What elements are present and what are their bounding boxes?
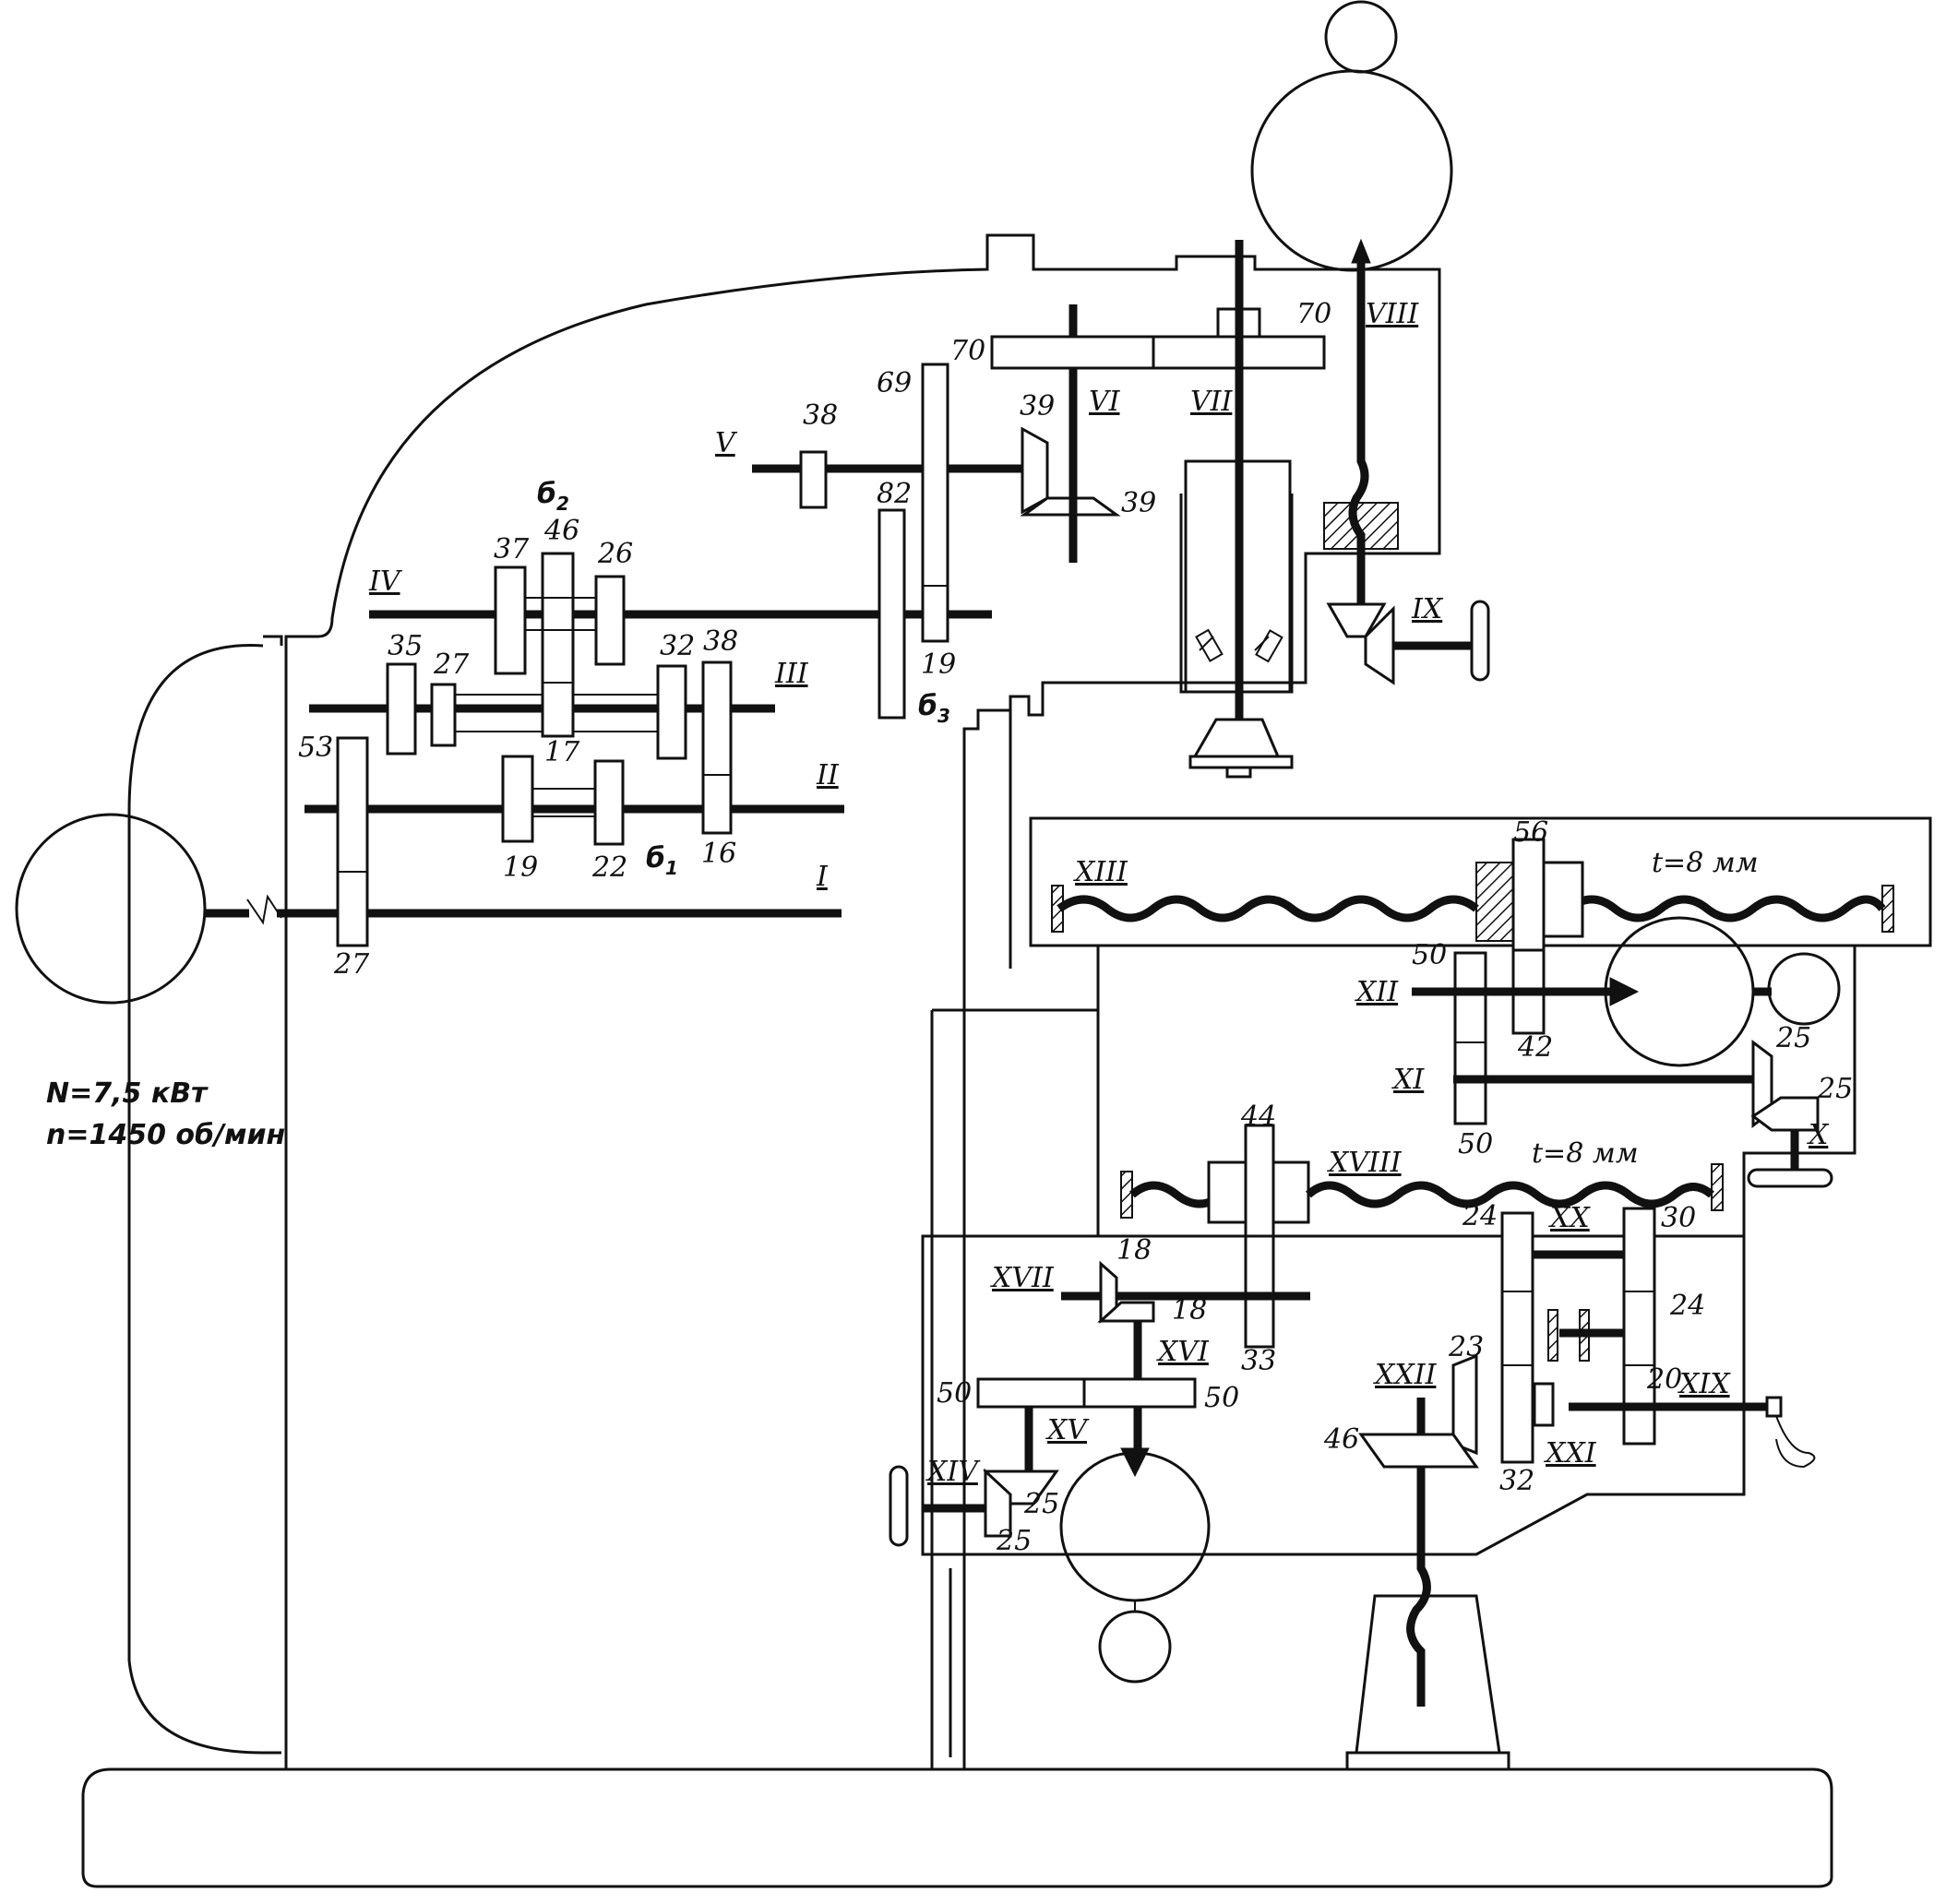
gear-label: 50 bbox=[1412, 939, 1447, 971]
gear-label: 17 bbox=[544, 736, 580, 768]
shaft-I-label: I bbox=[816, 861, 829, 893]
shaft-XXII-label: XXII bbox=[1373, 1359, 1438, 1391]
shaft-XXI-label: XXI bbox=[1544, 1437, 1597, 1470]
shaft-XIII-label: XIII bbox=[1073, 856, 1128, 888]
gear-label: 53 bbox=[298, 732, 333, 764]
feed-box bbox=[1358, 1207, 1816, 1707]
block-b1-label: б1 bbox=[646, 842, 678, 879]
shaft-XII-label: XII bbox=[1355, 976, 1399, 1008]
gear-label: 38 bbox=[703, 625, 738, 658]
shaft-IV-label: IV bbox=[368, 565, 403, 598]
gear-label: 37 bbox=[494, 533, 530, 565]
gear-label: 50 bbox=[937, 1377, 972, 1410]
shaft-XIX-label: XIX bbox=[1677, 1368, 1731, 1400]
shaft-VIII-label: VIII bbox=[1366, 298, 1419, 330]
shaft-VII-label: VII bbox=[1190, 386, 1234, 418]
spindle-gearbox bbox=[304, 0, 1490, 947]
gear-label: 70 bbox=[950, 335, 985, 367]
gear-label: 19 bbox=[921, 649, 956, 681]
shaft-VI-label: VI bbox=[1089, 386, 1121, 418]
pitch-lower-label: t=8 мм bbox=[1532, 1137, 1639, 1170]
gear-label: 18 bbox=[1116, 1234, 1152, 1267]
gear-label: 32 bbox=[1499, 1465, 1534, 1497]
gear-label: 25 bbox=[996, 1525, 1032, 1557]
shaft-IX-label: IX bbox=[1411, 593, 1444, 625]
gear-label: 16 bbox=[701, 838, 736, 870]
gear-label: 33 bbox=[1241, 1345, 1276, 1377]
gear-label: 39 bbox=[1020, 390, 1055, 422]
shaft-XIV-label: XIV bbox=[925, 1456, 981, 1488]
gear-label: 38 bbox=[803, 399, 838, 432]
gear-label: 42 bbox=[1517, 1031, 1553, 1064]
shaft-II-label: II bbox=[816, 759, 840, 791]
shaft-XV-label: XV bbox=[1045, 1414, 1090, 1446]
motor-speed-label: n=1450 об/мин bbox=[46, 1119, 285, 1151]
gear-label: 25 bbox=[1817, 1073, 1853, 1105]
table-feed bbox=[1051, 838, 1894, 1188]
gear-label: 20 bbox=[1646, 1363, 1682, 1396]
block-b2-label: б2 bbox=[537, 478, 569, 515]
pitch-upper-label: t=8 мм bbox=[1652, 847, 1759, 879]
gear-label: 18 bbox=[1172, 1294, 1207, 1327]
gear-label: 22 bbox=[591, 851, 627, 884]
labels: N=7,5 кВт n=1450 об/мин I II III IV V VI… bbox=[46, 298, 1853, 1557]
gear-label: 19 bbox=[503, 851, 538, 884]
machine-frame bbox=[81, 233, 1932, 1888]
gear-label: 69 bbox=[877, 367, 912, 399]
shaft-V-label: V bbox=[715, 427, 738, 459]
gear-label: 23 bbox=[1448, 1331, 1484, 1363]
shaft-XI-label: XI bbox=[1391, 1064, 1425, 1096]
gear-label: 70 bbox=[1296, 298, 1331, 330]
gear-label: 24 bbox=[1462, 1200, 1498, 1232]
motor-power-label: N=7,5 кВт bbox=[46, 1077, 209, 1110]
gear-label: 50 bbox=[1458, 1128, 1493, 1160]
block-b3-label: б3 bbox=[918, 690, 950, 727]
gear-label: 50 bbox=[1204, 1382, 1239, 1414]
gear-label: 56 bbox=[1513, 816, 1548, 849]
shaft-XX-label: XX bbox=[1548, 1202, 1591, 1234]
gear-label: 26 bbox=[597, 538, 633, 570]
gear-label: 25 bbox=[1775, 1022, 1811, 1054]
main-motor bbox=[15, 813, 842, 1005]
gear-label: 32 bbox=[660, 630, 695, 662]
shaft-XVIII-label: XVIII bbox=[1327, 1147, 1403, 1179]
shaft-XVII-label: XVII bbox=[990, 1262, 1055, 1294]
gear-label: 46 bbox=[1323, 1423, 1359, 1456]
gear-label: 27 bbox=[333, 948, 370, 981]
gear-label: 46 bbox=[543, 515, 579, 547]
gear-label: 27 bbox=[433, 649, 470, 681]
gear-label: 35 bbox=[388, 630, 423, 662]
shaft-X-label: X bbox=[1807, 1119, 1830, 1151]
gear-label: 24 bbox=[1669, 1290, 1705, 1322]
shaft-XVI-label: XVI bbox=[1156, 1336, 1210, 1368]
gear-label: 30 bbox=[1661, 1202, 1696, 1234]
gear-label: 39 bbox=[1121, 487, 1156, 519]
gear-label: 44 bbox=[1240, 1101, 1276, 1133]
gear-label: 82 bbox=[877, 478, 912, 510]
gear-label: 25 bbox=[1023, 1488, 1059, 1520]
shaft-III-label: III bbox=[774, 658, 809, 690]
cross-feed bbox=[889, 1124, 1724, 1684]
